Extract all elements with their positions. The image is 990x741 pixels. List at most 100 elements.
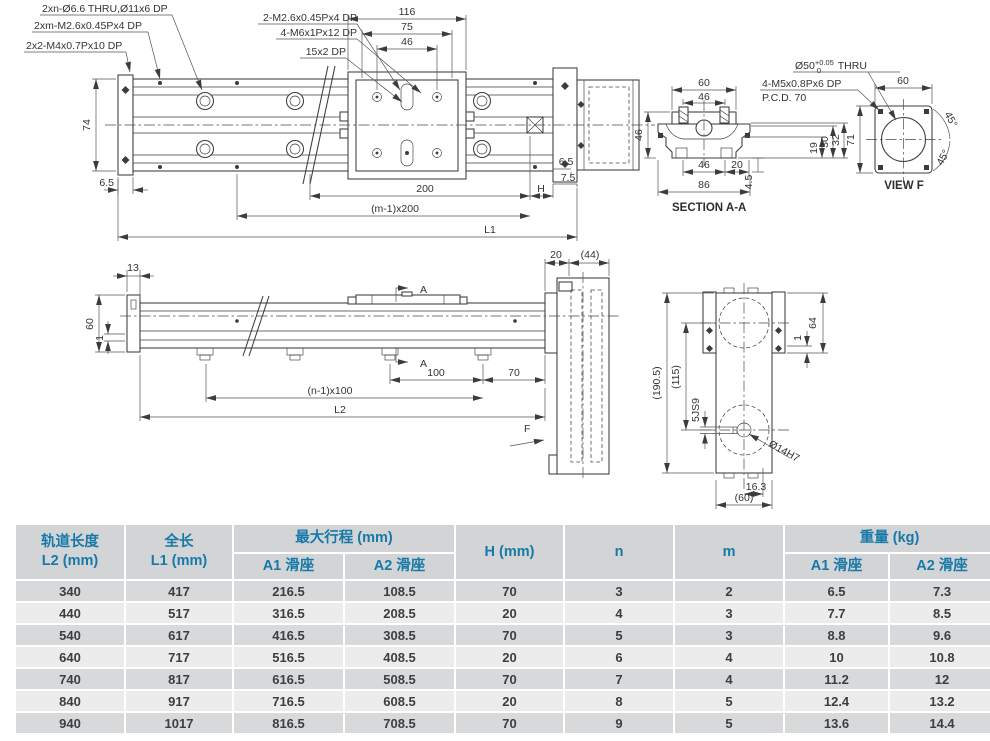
table-cell: 9.6 bbox=[890, 625, 990, 645]
table-cell: 340 bbox=[16, 581, 124, 601]
dim-s32: 32 bbox=[830, 134, 842, 146]
table-cell: 216.5 bbox=[234, 581, 343, 601]
dim-5JS9: 5JS9 bbox=[690, 398, 702, 422]
header-total-length-cn: 全长 bbox=[164, 534, 194, 551]
header-n: n bbox=[565, 525, 674, 579]
dim-70: 70 bbox=[508, 367, 520, 379]
dim-s4_5: 4.5 bbox=[743, 175, 755, 190]
callouts-middle: 2-M2.6x0.45Px4 DP 4-M6x1Px12 DP 15x2 DP bbox=[258, 12, 422, 103]
dim-16_3: 16.3 bbox=[746, 481, 767, 493]
dim-s46-bottom: 46 bbox=[698, 159, 710, 171]
table-cell: 508.5 bbox=[345, 669, 455, 689]
table-cell: 7 bbox=[565, 669, 674, 689]
table-cell: 12.4 bbox=[785, 691, 889, 711]
table-cell: 4 bbox=[565, 603, 674, 623]
dim-20: 20 bbox=[550, 249, 562, 261]
section-aa-drawing: 60 46 46 46 20 86 4.5 19 30 bbox=[633, 77, 848, 214]
table-cell: 13.6 bbox=[785, 713, 889, 733]
table-cell: 5 bbox=[675, 691, 784, 711]
dim-45b: 45° bbox=[934, 148, 952, 168]
callout-side-taps: 2xm-M2.6x0.45Px4 DP bbox=[34, 20, 142, 32]
table-cell: 8.8 bbox=[785, 625, 889, 645]
carriage-top bbox=[339, 71, 475, 180]
dim-6_5-right: 6.5 bbox=[559, 156, 574, 168]
table-cell: 20 bbox=[456, 691, 564, 711]
label-F: F bbox=[524, 423, 530, 435]
pulley-view-drawing: Ø14H7 (190.5) (115) 5JS9 64 1 16.3 (60) bbox=[651, 283, 828, 509]
header-h: H (mm) bbox=[456, 525, 564, 579]
callout-carriage-taps-small: 2-M2.6x0.45Px4 DP bbox=[263, 12, 357, 24]
table-cell: 316.5 bbox=[234, 603, 343, 623]
dim-100: 100 bbox=[427, 367, 445, 379]
dim-s46-top: 46 bbox=[698, 91, 710, 103]
spec-table: 轨道长度 L2 (mm) 全长 L1 (mm) 最大行程 (mm) H (mm) n… bbox=[14, 523, 990, 735]
table-cell: 5 bbox=[675, 713, 784, 733]
table-cell: 2 bbox=[675, 581, 784, 601]
table-cell: 10 bbox=[785, 647, 889, 667]
top-view-drawing: 2xn-Ø6.6 THRU,Ø11x6 DP 2xm-M2.6x0.45Px4 … bbox=[24, 3, 655, 241]
header-stroke-a2: A2 滑座 bbox=[345, 554, 455, 579]
dim-60p: (60) bbox=[735, 492, 754, 504]
header-rail-length: 轨道长度 L2 (mm) bbox=[16, 525, 124, 579]
table-cell: 617 bbox=[126, 625, 232, 645]
table-cell: 70 bbox=[456, 625, 564, 645]
header-rail-length-unit: L2 (mm) bbox=[41, 553, 99, 569]
table-cell: 11.2 bbox=[785, 669, 889, 689]
dim-s20: 20 bbox=[731, 159, 743, 171]
dim-s60: 60 bbox=[698, 77, 710, 89]
table-cell: 540 bbox=[16, 625, 124, 645]
header-weight-group: 重量 (kg) bbox=[785, 525, 990, 552]
dim-7_5: 7.5 bbox=[561, 172, 576, 184]
table-cell: 917 bbox=[126, 691, 232, 711]
dim-s19: 19 bbox=[808, 142, 820, 154]
view-f-arrow: F bbox=[509, 423, 545, 447]
dim-6_5-left: 6.5 bbox=[99, 177, 114, 189]
label-A-bottom: A bbox=[420, 358, 427, 370]
table-cell: 6.5 bbox=[785, 581, 889, 601]
table-cell: 3 bbox=[565, 581, 674, 601]
table-cell: 417 bbox=[126, 581, 232, 601]
header-weight-a2: A2 滑座 bbox=[890, 554, 990, 579]
side-view-drawing: A A F 13 60 bbox=[84, 249, 620, 480]
table-cell: 6 bbox=[565, 647, 674, 667]
dim-190_5: (190.5) bbox=[651, 366, 663, 399]
table-cell: 4 bbox=[675, 669, 784, 689]
dim-60: 60 bbox=[84, 318, 96, 330]
header-max-stroke-group: 最大行程 (mm) bbox=[234, 525, 455, 552]
table-cell: 14.4 bbox=[890, 713, 990, 733]
dim-116: 116 bbox=[399, 6, 416, 18]
table-cell: 20 bbox=[456, 603, 564, 623]
dim-45a: 45° bbox=[942, 110, 960, 130]
dim-H: H bbox=[537, 183, 545, 195]
table-cell: 10.8 bbox=[890, 647, 990, 667]
motor-taps-callout: 4-M5x0.8Px6 DP bbox=[762, 78, 841, 90]
dim-1: 1 bbox=[94, 335, 106, 341]
table-cell: 7.3 bbox=[890, 581, 990, 601]
table-cell: 5 bbox=[565, 625, 674, 645]
header-m: m bbox=[675, 525, 784, 579]
table-cell: 108.5 bbox=[345, 581, 455, 601]
motor-side bbox=[548, 272, 610, 480]
table-cell: 440 bbox=[16, 603, 124, 623]
dim-L2: L2 bbox=[334, 404, 346, 416]
dim-44: (44) bbox=[581, 249, 600, 261]
table-cell: 608.5 bbox=[345, 691, 455, 711]
dim-75: 75 bbox=[401, 21, 413, 33]
table-cell: 208.5 bbox=[345, 603, 455, 623]
table-cell: 3 bbox=[675, 603, 784, 623]
section-aa-title: SECTION A-A bbox=[672, 202, 746, 214]
header-rail-length-cn: 轨道长度 bbox=[41, 534, 99, 551]
table-cell: 708.5 bbox=[345, 713, 455, 733]
top-view-dims: 116 75 46 74 6.5 6.5 7.5 bbox=[81, 6, 578, 241]
view-f-title: VIEW F bbox=[884, 180, 924, 192]
header-total-length-unit: L1 (mm) bbox=[150, 553, 208, 569]
side-view-dims: 13 60 1 100 70 (n-1)x100 L2 20 (44) bbox=[84, 249, 610, 421]
dim-115: (115) bbox=[670, 365, 682, 389]
technical-drawing: 2xn-Ø6.6 THRU,Ø11x6 DP 2xm-M2.6x0.45Px4 … bbox=[24, 3, 960, 509]
rail-bolt-circles bbox=[195, 91, 492, 159]
table-cell: 308.5 bbox=[345, 625, 455, 645]
header-total-length: 全长 L1 (mm) bbox=[126, 525, 232, 579]
callout-end-taps: 2x2-M4x0.7Px10 DP bbox=[26, 40, 122, 52]
